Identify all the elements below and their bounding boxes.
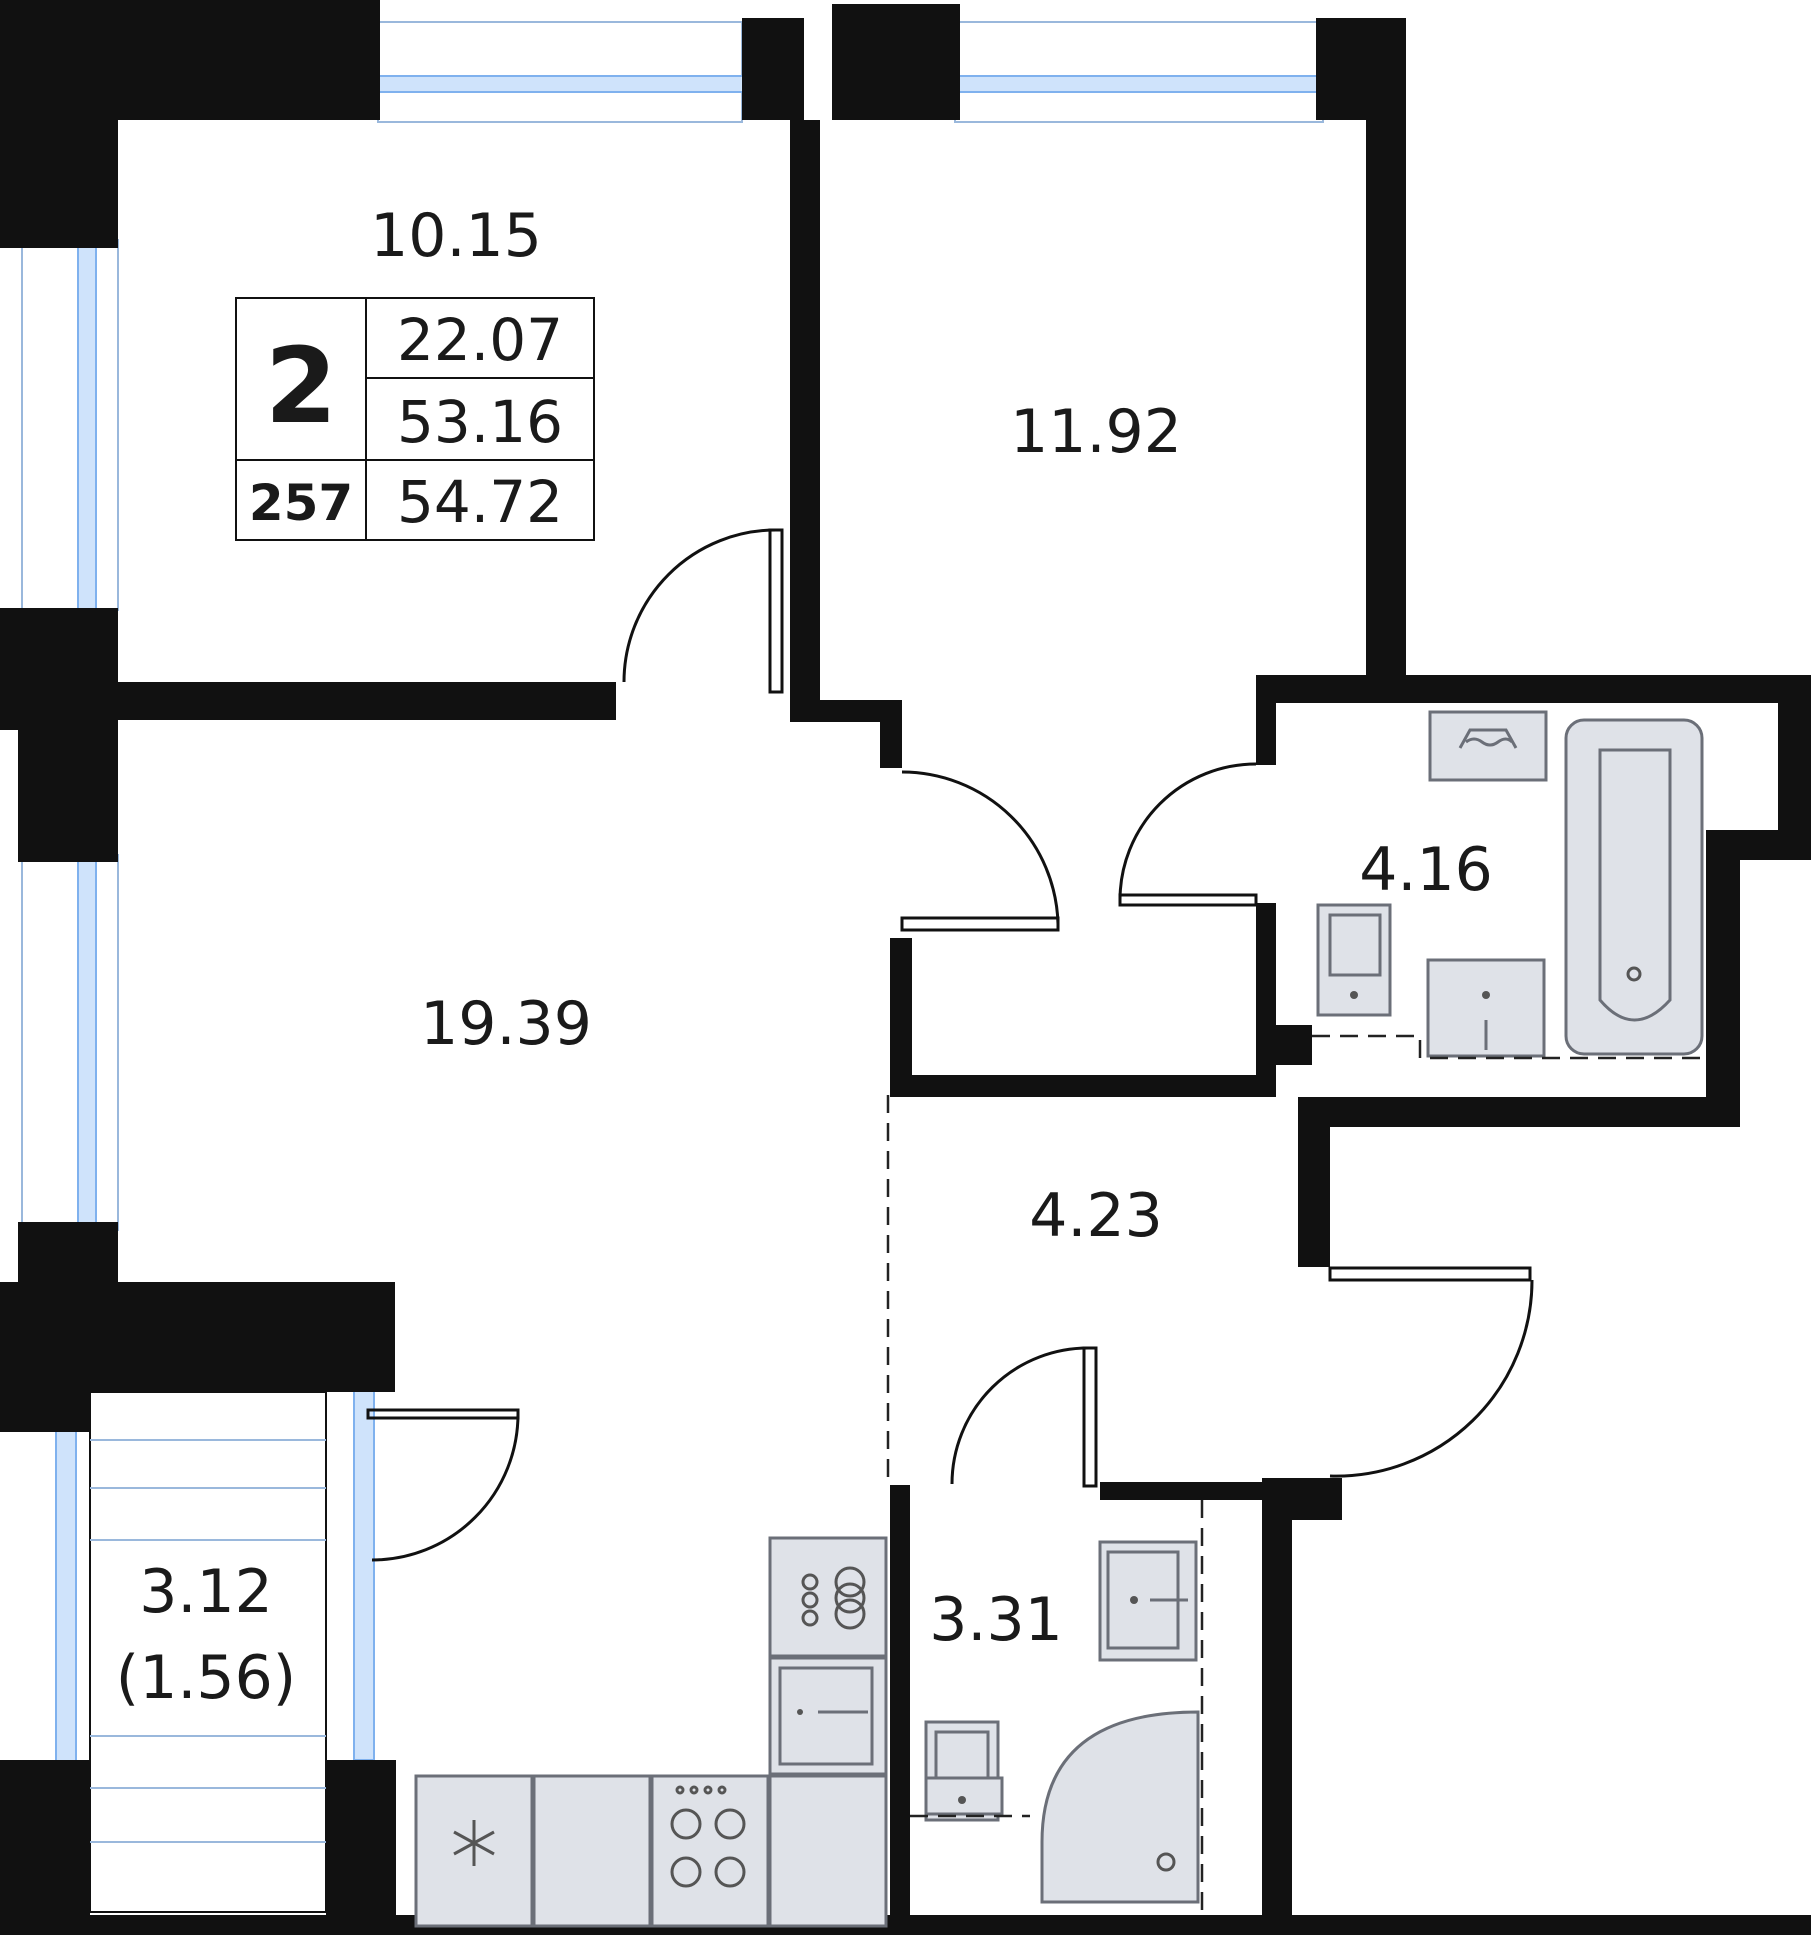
rooms-count: 2	[265, 325, 337, 447]
window-loggia-left	[55, 1429, 77, 1811]
bathroom-dash-line	[1312, 1034, 1700, 1060]
bathroom-sink	[1426, 958, 1546, 1058]
room-area-bedroom-2: 11.92	[1010, 397, 1182, 467]
door-bedroom-1	[622, 528, 784, 694]
apartment-info-box: 2 22.07 53.16 257 54.72	[235, 297, 595, 541]
washroom-sink	[1098, 1540, 1198, 1662]
window-top-right	[947, 21, 1327, 123]
stove-burners-icon	[670, 1785, 746, 1888]
washing-machine-icon	[1428, 710, 1548, 782]
total-area-with-balcony: 54.72	[397, 468, 563, 536]
counter-1	[532, 1774, 652, 1928]
living-area: 22.07	[397, 306, 563, 374]
door-loggia	[366, 1408, 520, 1562]
room-area-living-kitchen: 19.39	[420, 989, 592, 1059]
room-area-loggia: 3.12	[139, 1557, 273, 1627]
window-top-left	[371, 21, 745, 123]
shower-icon	[1040, 1710, 1200, 1904]
sink-icon	[797, 1709, 803, 1715]
kitchen-sink	[768, 1656, 888, 1776]
snowflake-icon	[453, 1820, 495, 1866]
bathtub-icon	[1564, 718, 1704, 1056]
washroom-toilet	[924, 1720, 1004, 1822]
room-area-loggia-reduced: (1.56)	[116, 1643, 296, 1713]
stove	[650, 1774, 770, 1928]
toilet-icon	[1316, 903, 1392, 1017]
bathroom-fixtures	[1312, 710, 1704, 1060]
loggia	[89, 1391, 327, 1913]
doors	[366, 528, 1534, 1562]
room-area-bedroom-1: 10.15	[370, 201, 542, 271]
door-entrance	[1328, 1266, 1534, 1478]
window-loggia-right	[353, 1387, 375, 1761]
window-left-bedroom	[21, 239, 119, 611]
room-area-bathroom: 4.16	[1359, 835, 1493, 905]
door-washroom	[950, 1346, 1098, 1488]
door-bathroom	[1118, 762, 1258, 907]
room-area-hallway: 4.23	[1029, 1181, 1163, 1251]
hob	[768, 1536, 888, 1658]
door-bedroom-2	[900, 770, 1060, 932]
apartment-number: 257	[249, 474, 353, 532]
washroom-fixtures	[910, 1500, 1204, 1912]
total-area: 53.16	[397, 388, 563, 456]
kitchen-fixtures	[414, 1536, 888, 1928]
room-area-washroom: 3.31	[929, 1585, 1063, 1655]
fridge	[414, 1774, 534, 1928]
window-left-living	[21, 854, 119, 1231]
counter-corner	[768, 1774, 888, 1928]
